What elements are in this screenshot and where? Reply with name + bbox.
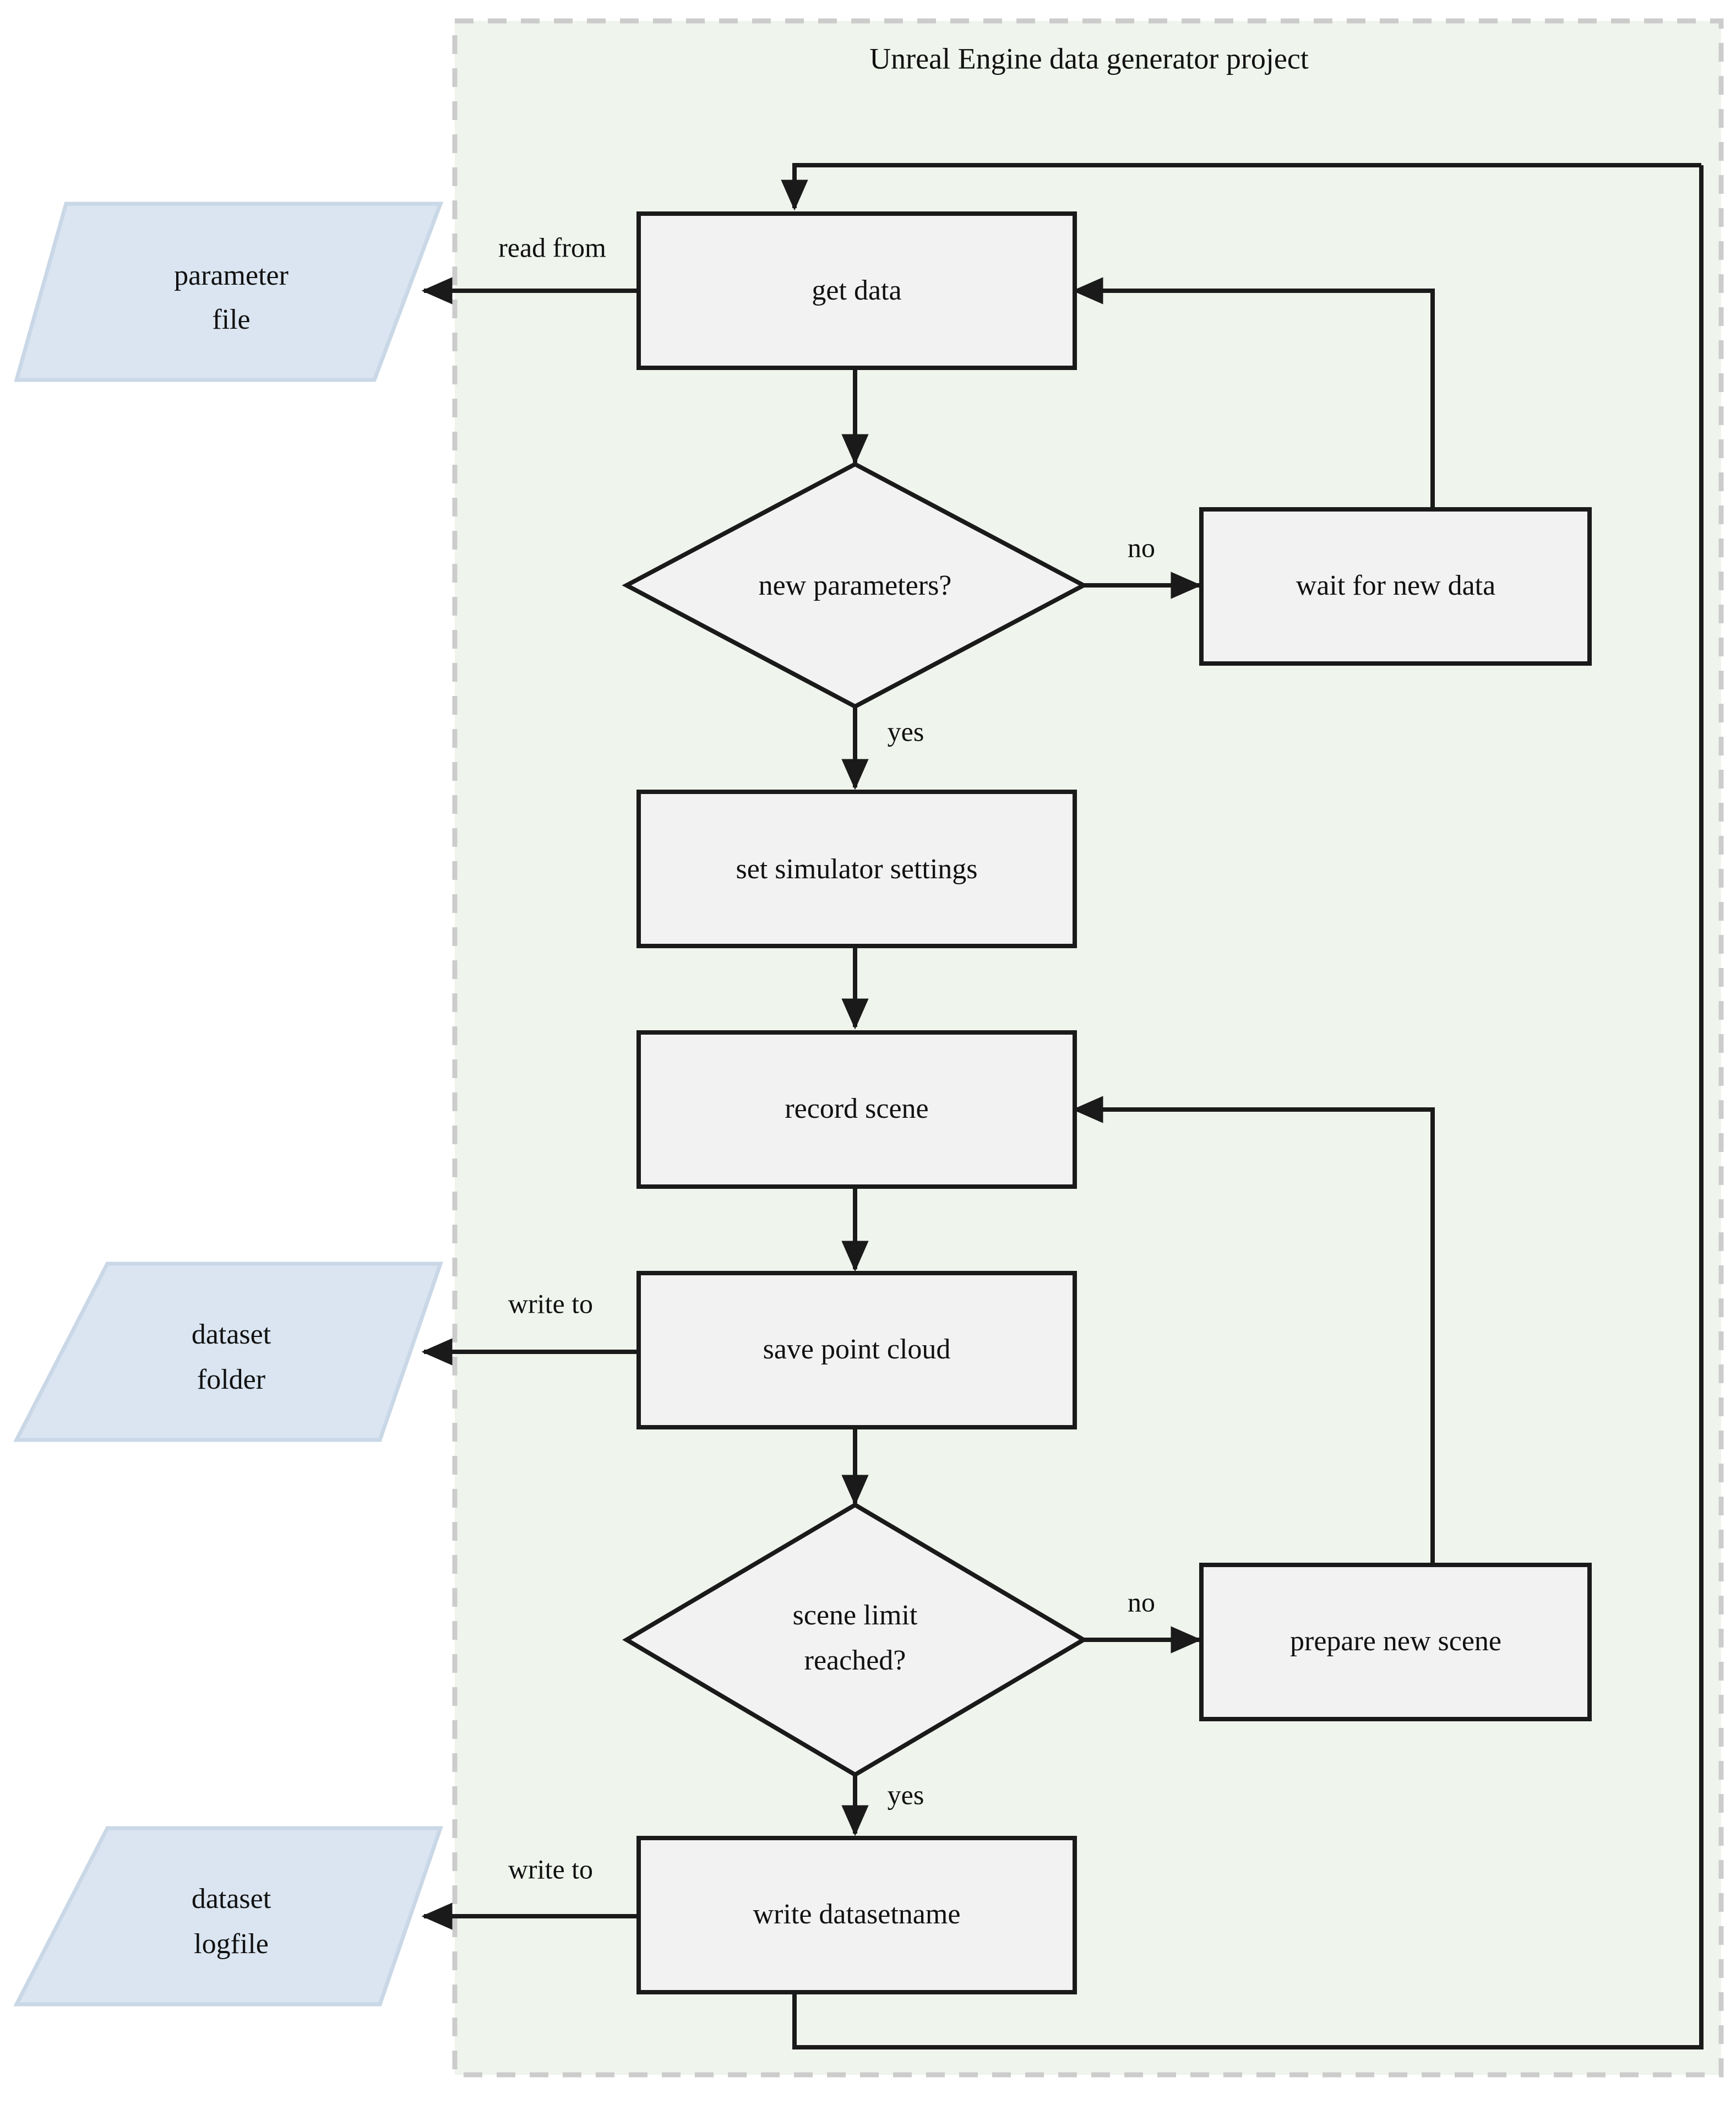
get-data-shape <box>636 211 1077 370</box>
dataset-logfile-shape <box>13 1826 443 2007</box>
scene-limit-reached-shape <box>622 1502 1088 1777</box>
node-scene-limit-reached[interactable]: scene limit reached? <box>622 1502 1088 1777</box>
edge-label-yes-scene: yes <box>888 1779 924 1810</box>
new-parameters-label: new parameters? <box>759 570 952 601</box>
node-prepare-new-scene[interactable]: prepare new scene <box>1199 1563 1592 1721</box>
scene-limit-reached-label-line1: scene limit <box>793 1600 918 1631</box>
dataset-logfile-label-line2: logfile <box>194 1928 269 1960</box>
edge-loop-to-get-data <box>781 163 1701 211</box>
edge-label-write-to-dataset: write to <box>508 1288 593 1319</box>
page-title: Unreal Engine data generator project <box>869 42 1309 75</box>
edge-label-no-scene: no <box>1128 1586 1155 1617</box>
set-simulator-settings-shape <box>636 790 1077 948</box>
node-dataset-folder[interactable]: dataset folder <box>13 1262 443 1442</box>
parameter-file-shape <box>14 202 444 382</box>
get-data-label: get data <box>812 275 901 306</box>
node-parameter-file[interactable]: parameter file <box>14 202 444 382</box>
wait-for-new-data-label: wait for new data <box>1296 570 1495 601</box>
new-parameters-shape <box>622 461 1089 709</box>
edge-loop-right-vertical <box>792 165 1704 2049</box>
set-simulator-settings-label: set simulator settings <box>736 853 977 885</box>
record-scene-label: record scene <box>785 1093 928 1124</box>
edge-label-write-to-logfile: write to <box>508 1853 593 1884</box>
record-scene-shape <box>636 1030 1077 1189</box>
scene-limit-reached-label-line2: reached? <box>804 1645 906 1676</box>
node-write-datasetname[interactable]: write datasetname <box>636 1836 1077 1994</box>
parameter-file-label-line2: file <box>212 304 250 335</box>
edge-label-no-parameters: no <box>1128 532 1155 563</box>
dataset-folder-label-line2: folder <box>197 1364 265 1395</box>
edge-label-read-from: read from <box>498 232 606 263</box>
prepare-new-scene-label: prepare new scene <box>1290 1625 1501 1657</box>
parameter-file-label-line1: parameter <box>174 260 289 291</box>
edge-prepare-back-to-record <box>1072 1096 1435 1565</box>
node-set-simulator-settings[interactable]: set simulator settings <box>636 790 1077 948</box>
dataset-folder-shape <box>13 1262 443 1442</box>
node-get-data[interactable]: get data <box>636 211 1077 370</box>
edge-label-yes-parameters: yes <box>888 716 924 747</box>
node-save-point-cloud[interactable]: save point cloud <box>636 1271 1077 1429</box>
edge-wait-back-to-get-data <box>1072 277 1435 509</box>
write-datasetname-shape <box>636 1836 1077 1994</box>
dataset-logfile-label-line1: dataset <box>192 1883 271 1915</box>
write-datasetname-label: write datasetname <box>753 1899 961 1930</box>
save-point-cloud-label: save point cloud <box>763 1334 951 1365</box>
dataset-folder-label-line1: dataset <box>192 1319 271 1350</box>
save-point-cloud-shape <box>636 1271 1077 1429</box>
node-wait-for-new-data[interactable]: wait for new data <box>1199 507 1592 666</box>
node-new-parameters[interactable]: new parameters? <box>622 461 1089 709</box>
node-record-scene[interactable]: record scene <box>636 1030 1077 1189</box>
prepare-new-scene-shape <box>1199 1563 1592 1721</box>
wait-for-new-data-shape <box>1199 507 1592 666</box>
node-dataset-logfile[interactable]: dataset logfile <box>13 1826 443 2007</box>
